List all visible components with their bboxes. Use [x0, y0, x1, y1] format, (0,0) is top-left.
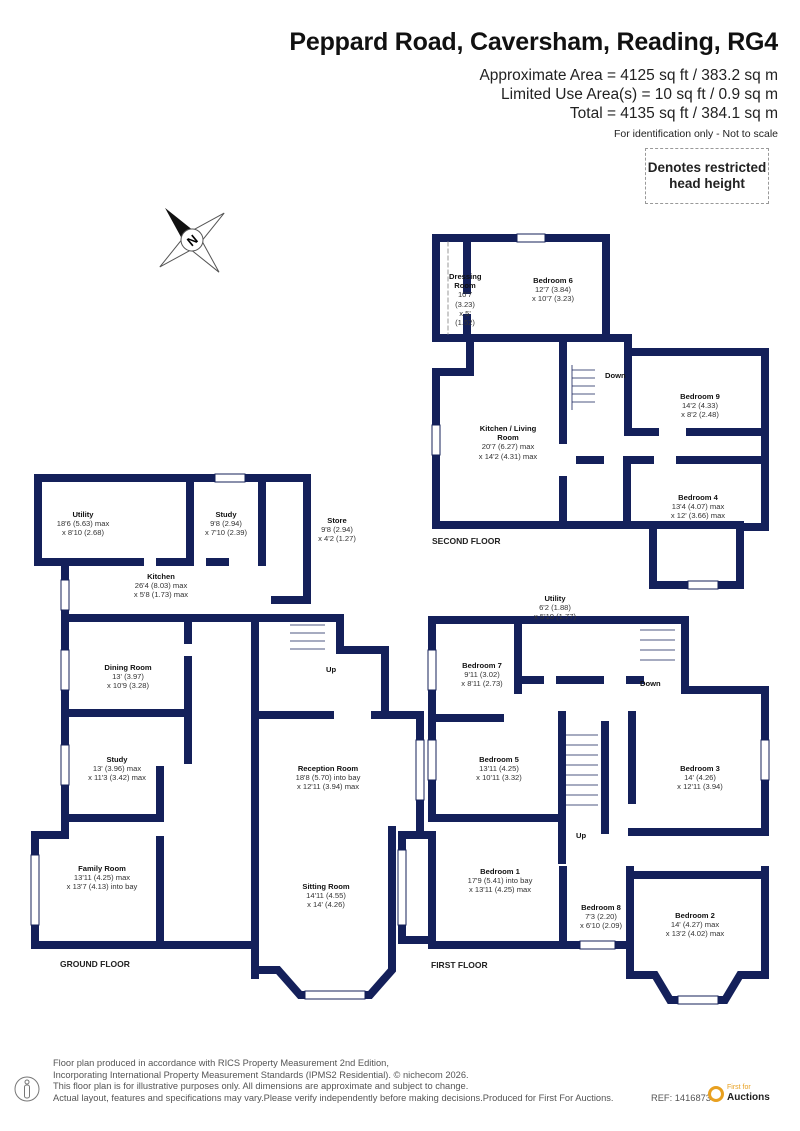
second-floor-label: SECOND FLOOR — [432, 536, 501, 546]
scale-note: For identification only - Not to scale — [614, 128, 778, 140]
ground-floor-label: GROUND FLOOR — [60, 959, 130, 969]
legend-line-2: head height — [669, 176, 745, 191]
footer-line: Floor plan produced in accordance with R… — [53, 1058, 389, 1068]
windows — [30, 233, 770, 1005]
stairs — [290, 365, 675, 806]
total-area: Total = 4135 sq ft / 384.1 sq m — [569, 105, 778, 122]
logo-big-text: Auctions — [727, 1092, 770, 1103]
approximate-area: Approximate Area = 4125 sq ft / 383.2 sq… — [479, 67, 778, 84]
reference-number: REF: 1416873 — [651, 1093, 711, 1103]
first-for-auctions-logo: First for Auctions — [708, 1084, 770, 1108]
person-scale-icon — [14, 1076, 40, 1102]
footer-line: Actual layout, features and specificatio… — [53, 1092, 614, 1103]
limited-use-area: Limited Use Area(s) = 10 sq ft / 0.9 sq … — [501, 86, 778, 103]
second-floor-walls — [432, 234, 769, 589]
logo-ring-icon — [708, 1086, 724, 1102]
stairs-down-label: Down — [605, 371, 626, 380]
first-floor-label: FIRST FLOOR — [431, 960, 488, 970]
footer-line: This floor plan is for illustrative purp… — [53, 1081, 469, 1092]
logo-small-text: First for — [727, 1084, 751, 1091]
stairs-down-label-first: Down — [640, 679, 661, 688]
stairs-up-label: Up — [326, 665, 337, 674]
legend-line-1: Denotes restricted — [647, 160, 767, 175]
stairs-up-label-first: Up — [576, 831, 587, 840]
footer-disclaimer: Floor plan produced in accordance with R… — [53, 1058, 614, 1104]
compass-icon — [159, 207, 225, 273]
ground-floor-walls — [31, 474, 424, 999]
restricted-head-height-legend: Denotes restricted head height — [645, 148, 769, 204]
first-floor-walls — [398, 616, 769, 1004]
property-title: Peppard Road, Caversham, Reading, RG4 — [289, 28, 778, 56]
footer-line: Incorporating International Property Mea… — [53, 1069, 469, 1080]
